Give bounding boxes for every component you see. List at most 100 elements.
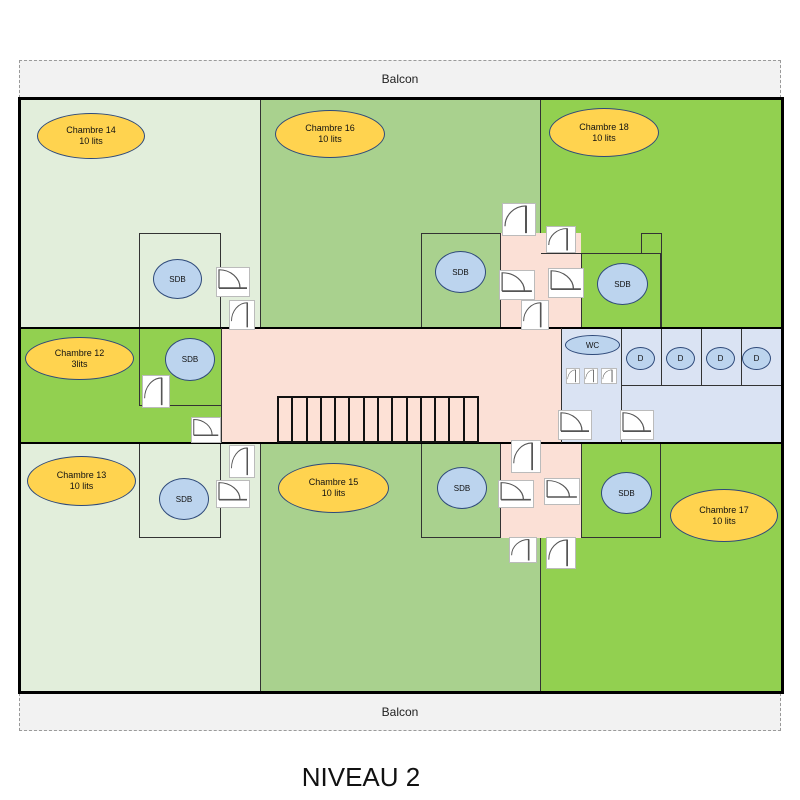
label-chambre-15: Chambre 15 10 lits [278, 463, 389, 513]
shower-4: D [742, 347, 771, 370]
stair-step [307, 398, 322, 441]
room-beds: 3lits [71, 358, 88, 369]
sdb-label: SDB [453, 483, 471, 493]
shower-partition-1 [661, 328, 662, 385]
door-symbol [499, 270, 535, 300]
door-symbol [620, 410, 654, 440]
room-beds: 10 lits [79, 136, 103, 146]
shower-partition-3 [741, 328, 742, 385]
bathroom-box-12 [139, 328, 221, 406]
wall-18-c [641, 233, 661, 234]
door-symbol [558, 410, 592, 440]
balcony-bottom: Balcon [19, 693, 781, 731]
shower-partition-2 [701, 328, 702, 385]
door-symbol [521, 300, 549, 330]
stair-step [421, 398, 437, 441]
sdb-label: SDB [618, 488, 635, 498]
shower-label: D [637, 354, 644, 363]
stair-step [393, 398, 408, 441]
shower-front [621, 385, 782, 386]
balcony-top-label: Balcon [381, 72, 419, 86]
door-symbol [548, 268, 584, 298]
door-symbol [216, 480, 250, 508]
wall-mid-bottom [20, 442, 782, 444]
room-name: Chambre 12 [54, 347, 105, 358]
door-symbol [544, 478, 580, 505]
wall-12-corridor [221, 328, 222, 443]
sdb-chambre-16: SDB [435, 251, 486, 293]
floor-title: NIVEAU 2 [301, 762, 421, 792]
wall-18-b [641, 233, 642, 254]
balcony-top: Balcon [19, 60, 781, 98]
wc-text: WC [585, 340, 600, 350]
stair-step [450, 398, 465, 441]
sdb-label: SDB [175, 494, 193, 504]
shower-label: D [753, 354, 760, 363]
balcony-bottom-label: Balcon [381, 705, 419, 719]
door-symbol [546, 226, 576, 253]
door-symbol [509, 537, 537, 563]
bathroom-box-17 [581, 443, 661, 538]
stair-step [378, 398, 394, 441]
sdb-chambre-14: SDB [153, 259, 202, 299]
floor-outline [18, 97, 784, 694]
door-symbol [566, 368, 580, 384]
shower-2: D [666, 347, 695, 370]
door-symbol [584, 368, 598, 384]
wc-partition [621, 328, 622, 385]
wc-label: WC [565, 335, 620, 355]
door-symbol [229, 445, 255, 478]
wall-18-d [661, 233, 662, 328]
sdb-label: SDB [452, 267, 469, 277]
room-name: Chambre 17 [699, 504, 749, 515]
label-chambre-18: Chambre 18 10 lits [549, 108, 659, 157]
door-symbol [498, 480, 534, 508]
door-symbol [229, 300, 255, 330]
sdb-chambre-18: SDB [597, 263, 648, 305]
sdb-chambre-15: SDB [437, 467, 487, 509]
door-symbol [191, 417, 221, 443]
door-symbol [511, 440, 541, 473]
wall-18-a [541, 253, 641, 254]
stair-step [436, 398, 451, 441]
room-name: Chambre 18 [579, 121, 629, 132]
door-symbol [216, 267, 250, 297]
sdb-chambre-13: SDB [159, 478, 209, 520]
sdb-label: SDB [181, 355, 199, 364]
room-beds: 10 lits [712, 515, 736, 526]
wall-corridor-sanitary [561, 328, 562, 443]
label-chambre-17: Chambre 17 10 lits [670, 489, 778, 542]
room-name: Chambre 15 [308, 477, 359, 487]
room-beds: 10 lits [318, 134, 342, 144]
door-symbol [546, 537, 576, 569]
sdb-label: SDB [614, 279, 631, 289]
stair-step [293, 398, 308, 441]
stair-step [336, 398, 351, 441]
room-name: Chambre 13 [56, 470, 107, 480]
shower-1: D [626, 347, 655, 370]
door-symbol [502, 203, 536, 236]
sdb-chambre-17: SDB [601, 472, 652, 514]
door-symbol [601, 368, 617, 384]
staircase [277, 396, 479, 443]
label-chambre-13: Chambre 13 10 lits [27, 456, 136, 506]
shower-label: D [677, 354, 684, 363]
stair-step [364, 398, 379, 441]
stair-step [350, 398, 365, 441]
wall-mid-top [20, 327, 782, 329]
room-beds: 10 lits [592, 132, 616, 143]
room-beds: 10 lits [69, 481, 94, 491]
label-chambre-12: Chambre 12 3lits [25, 337, 134, 380]
stair-step [321, 398, 337, 441]
door-symbol [142, 375, 170, 408]
room-name: Chambre 16 [305, 123, 355, 133]
stair-step [279, 398, 294, 441]
label-chambre-14: Chambre 14 10 lits [37, 113, 145, 159]
shower-3: D [706, 347, 735, 370]
stair-step [407, 398, 422, 441]
label-chambre-16: Chambre 16 10 lits [275, 110, 385, 158]
sdb-chambre-12: SDB [165, 338, 215, 381]
stair-step [464, 398, 477, 441]
room-beds: 10 lits [321, 488, 346, 498]
sdb-label: SDB [169, 274, 186, 284]
